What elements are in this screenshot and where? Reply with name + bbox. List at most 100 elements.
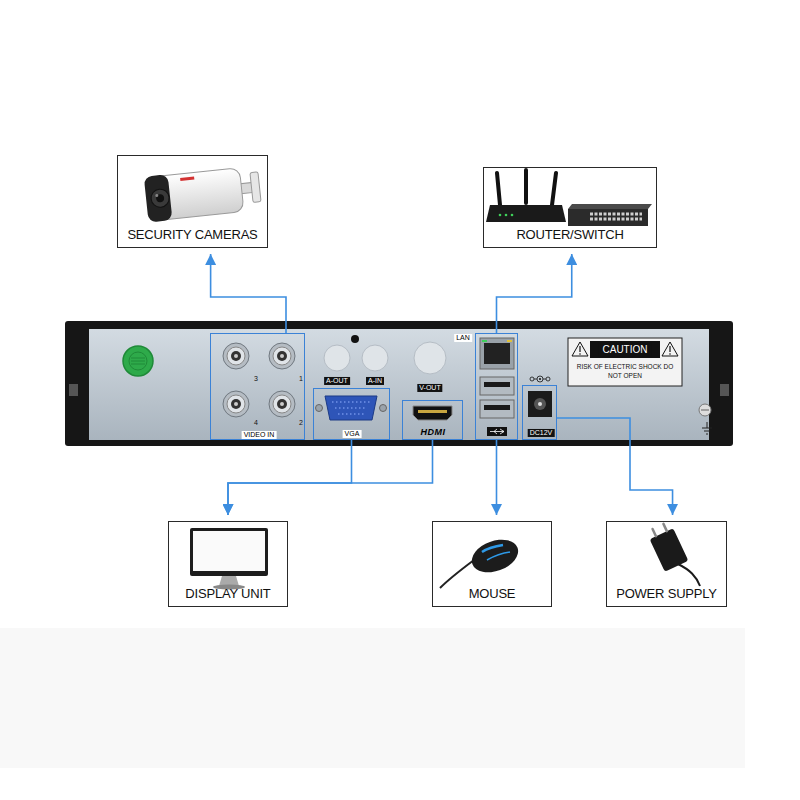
bnc-connectors <box>277 351 287 361</box>
bnc-connectors <box>223 391 249 417</box>
audio-video-covers <box>362 345 388 371</box>
floor-band <box>0 628 745 768</box>
lan-usb-ports <box>490 429 504 434</box>
device-box: ROUTER/SWITCH <box>483 167 657 248</box>
camera-icon <box>156 194 165 203</box>
lan-usb-ports <box>480 338 514 436</box>
hdmi-port <box>418 410 447 413</box>
vga-port <box>316 405 323 412</box>
hdmi-port <box>413 406 452 420</box>
ground-screw <box>699 404 711 416</box>
device-label: ROUTER/SWITCH <box>514 227 625 247</box>
port-group: LAN <box>475 333 518 440</box>
bnc-connectors <box>223 343 295 417</box>
lan-usb-ports <box>482 340 487 342</box>
port-label: VGA <box>343 430 362 438</box>
device-label: POWER SUPPLY <box>614 586 719 606</box>
dc-jack <box>534 398 546 410</box>
caution-sticker <box>669 353 671 355</box>
router-switch-icon <box>590 213 642 216</box>
camera-icon <box>155 194 158 197</box>
power-adapter-icon <box>653 524 667 536</box>
vga-port <box>332 402 370 414</box>
monitor-icon <box>190 528 268 576</box>
fan-sticker <box>131 358 145 364</box>
bnc-connectors <box>269 391 295 417</box>
port-group: 3142VIDEO IN <box>210 333 305 440</box>
dvr-case <box>720 384 729 396</box>
device-label: MOUSE <box>467 586 518 606</box>
floor-band <box>0 628 745 768</box>
dc-jack <box>534 379 546 380</box>
device-label: SECURITY CAMERAS <box>125 227 259 247</box>
port-label: HDMI <box>421 427 446 437</box>
lan-usb-ports <box>484 343 510 364</box>
lan-usb-ports <box>507 340 512 342</box>
audio-video-covers <box>351 335 359 343</box>
power-adapter-icon <box>678 564 700 586</box>
device-label: DISPLAY UNIT <box>183 586 272 606</box>
bnc-connectors <box>234 354 238 358</box>
caution-sticker <box>590 341 660 358</box>
dc-jack <box>528 376 552 417</box>
bnc-connectors <box>273 395 291 413</box>
router-switch-icon <box>486 205 566 222</box>
port-label: 3 <box>252 375 260 383</box>
lan-usb-ports <box>487 427 507 436</box>
lan-usb-ports <box>484 382 510 387</box>
mouse-icon <box>487 552 510 560</box>
port-label: 2 <box>297 419 305 427</box>
connector-arrow <box>228 440 433 515</box>
dc-jack <box>530 377 534 381</box>
port-label: LAN <box>454 334 472 342</box>
router-switch-icon <box>568 209 648 226</box>
device-box: MOUSE <box>432 521 552 607</box>
mouse-icon <box>467 534 522 579</box>
dc-jack <box>537 376 543 382</box>
warning-text: RISK OF ELECTRIC SHOCK DO NOT OPEN <box>575 363 675 381</box>
bnc-connectors <box>223 343 249 369</box>
monitor-icon <box>193 531 265 571</box>
lan-usb-ports <box>484 405 510 410</box>
warning-text: CAUTION <box>599 343 652 357</box>
mouse-icon <box>482 545 503 552</box>
audio-video-covers <box>324 335 446 374</box>
bnc-connectors <box>227 395 245 413</box>
bnc-connectors <box>280 402 284 406</box>
port-group: DC12V <box>522 385 557 440</box>
router-switch-icon <box>511 214 514 217</box>
monitor-icon <box>190 528 268 590</box>
device-box: SECURITY CAMERAS <box>117 155 268 248</box>
device-box: DISPLAY UNIT <box>168 521 288 607</box>
mouse-icon <box>440 534 523 588</box>
camera-icon <box>144 174 173 222</box>
port-label: VIDEO IN <box>242 431 277 439</box>
dvr-case <box>69 384 78 396</box>
router-switch-icon <box>499 214 502 217</box>
connector-arrow <box>557 418 673 515</box>
dvr-case <box>65 321 733 446</box>
bnc-connectors <box>231 351 241 361</box>
ground-screw <box>699 404 712 434</box>
port-label: 1 <box>297 375 305 383</box>
vga-port <box>325 396 377 420</box>
bnc-connectors <box>231 399 241 409</box>
caution-sticker <box>568 338 682 386</box>
connector-arrow <box>211 254 286 333</box>
camera-icon <box>144 165 262 223</box>
port-label: A-OUT <box>324 377 350 385</box>
port-label: DC12V <box>528 429 555 437</box>
caution-sticker <box>579 346 580 352</box>
lan-usb-ports <box>480 377 514 395</box>
hdmi-port <box>413 406 452 420</box>
audio-video-covers <box>414 342 446 374</box>
fan-sticker <box>123 346 153 376</box>
dc-jack <box>546 377 550 381</box>
caution-sticker <box>579 353 581 355</box>
port-group: HDMI <box>402 400 463 440</box>
